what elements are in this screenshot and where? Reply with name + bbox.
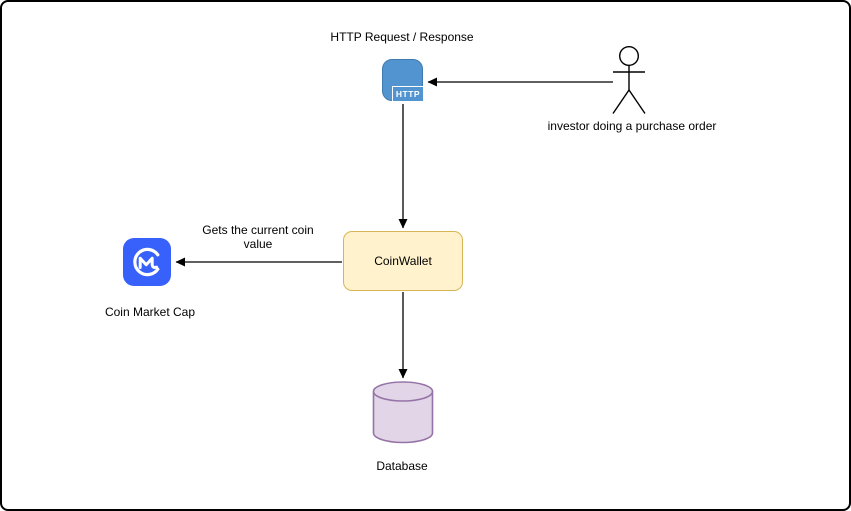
- http-badge-label: HTTP: [392, 86, 424, 102]
- database-node[interactable]: [372, 381, 434, 445]
- coinmarketcap-label: Coin Market Cap: [104, 305, 196, 319]
- edge-coin-value-label: Gets the current coin value: [202, 223, 314, 251]
- coinwallet-label: CoinWallet: [374, 254, 432, 268]
- database-cylinder-icon: [372, 381, 434, 444]
- http-request-response-label: HTTP Request / Response: [330, 30, 474, 44]
- database-label: Database: [376, 459, 428, 473]
- coinmarketcap-logo-icon: [133, 247, 160, 277]
- coinmarketcap-node[interactable]: [123, 238, 171, 286]
- actor-label: investor doing a purchase order: [547, 119, 717, 133]
- stick-figure-icon: [612, 45, 646, 114]
- actor-figure[interactable]: [607, 45, 651, 116]
- http-node[interactable]: HTTP: [382, 59, 424, 102]
- coinwallet-node[interactable]: CoinWallet: [343, 231, 463, 291]
